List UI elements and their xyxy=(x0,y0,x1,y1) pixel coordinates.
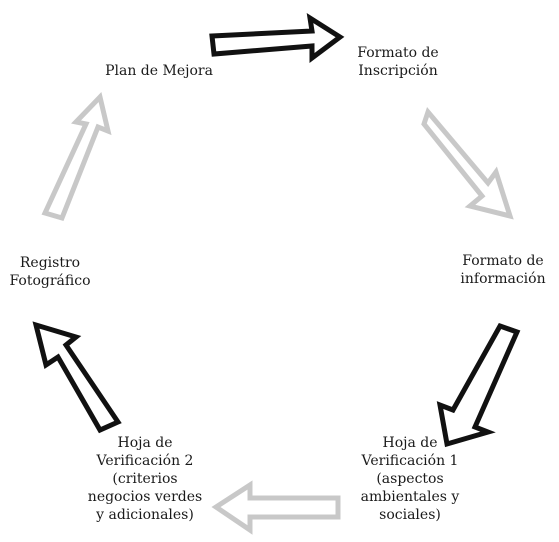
arrow-hoja2-to-registro xyxy=(32,321,122,434)
node-label-line: y adicionales) xyxy=(96,507,194,523)
arrow-hoja1-to-hoja2 xyxy=(211,480,341,535)
arrow-registro-to-plan xyxy=(41,91,112,222)
node-formato-inscripcion: Formato de Inscripción xyxy=(333,44,463,80)
node-label-line: información xyxy=(460,271,546,287)
node-label-line: negocios verdes xyxy=(87,489,203,505)
node-label-line: Formato de xyxy=(462,253,544,269)
arrow-informacion-to-hoja1 xyxy=(436,322,521,448)
node-label-line: Hoja de xyxy=(382,435,438,451)
node-label-line: Inscripción xyxy=(358,63,438,79)
node-label-line: (aspectos xyxy=(376,471,444,487)
node-label-line: Verificación 2 xyxy=(96,453,194,469)
node-label-line: Formato de xyxy=(357,45,439,61)
node-label-line: Plan de Mejora xyxy=(105,63,213,79)
node-registro-fotografico: Registro Fotográfico xyxy=(0,254,100,290)
node-hoja-verificacion-2: Hoja de Verificación 2 (criterios negoci… xyxy=(60,434,230,524)
arrow-plan-to-inscripcion xyxy=(209,12,345,63)
node-label-line: Hoja de xyxy=(117,435,173,451)
node-hoja-verificacion-1: Hoja de Verificación 1 (aspectos ambient… xyxy=(330,434,490,524)
node-label-line: (criterios xyxy=(112,471,178,487)
node-label-line: Verificación 1 xyxy=(361,453,459,469)
node-label-line: sociales) xyxy=(379,507,441,523)
node-formato-informacion: Formato de información xyxy=(440,252,559,288)
arrow-inscripcion-to-informacion xyxy=(421,106,514,220)
node-label-line: Registro xyxy=(19,255,81,271)
node-label-line: ambientales y xyxy=(360,489,460,505)
node-plan-de-mejora: Plan de Mejora xyxy=(84,62,234,80)
node-label-line: Fotográfico xyxy=(9,273,91,289)
